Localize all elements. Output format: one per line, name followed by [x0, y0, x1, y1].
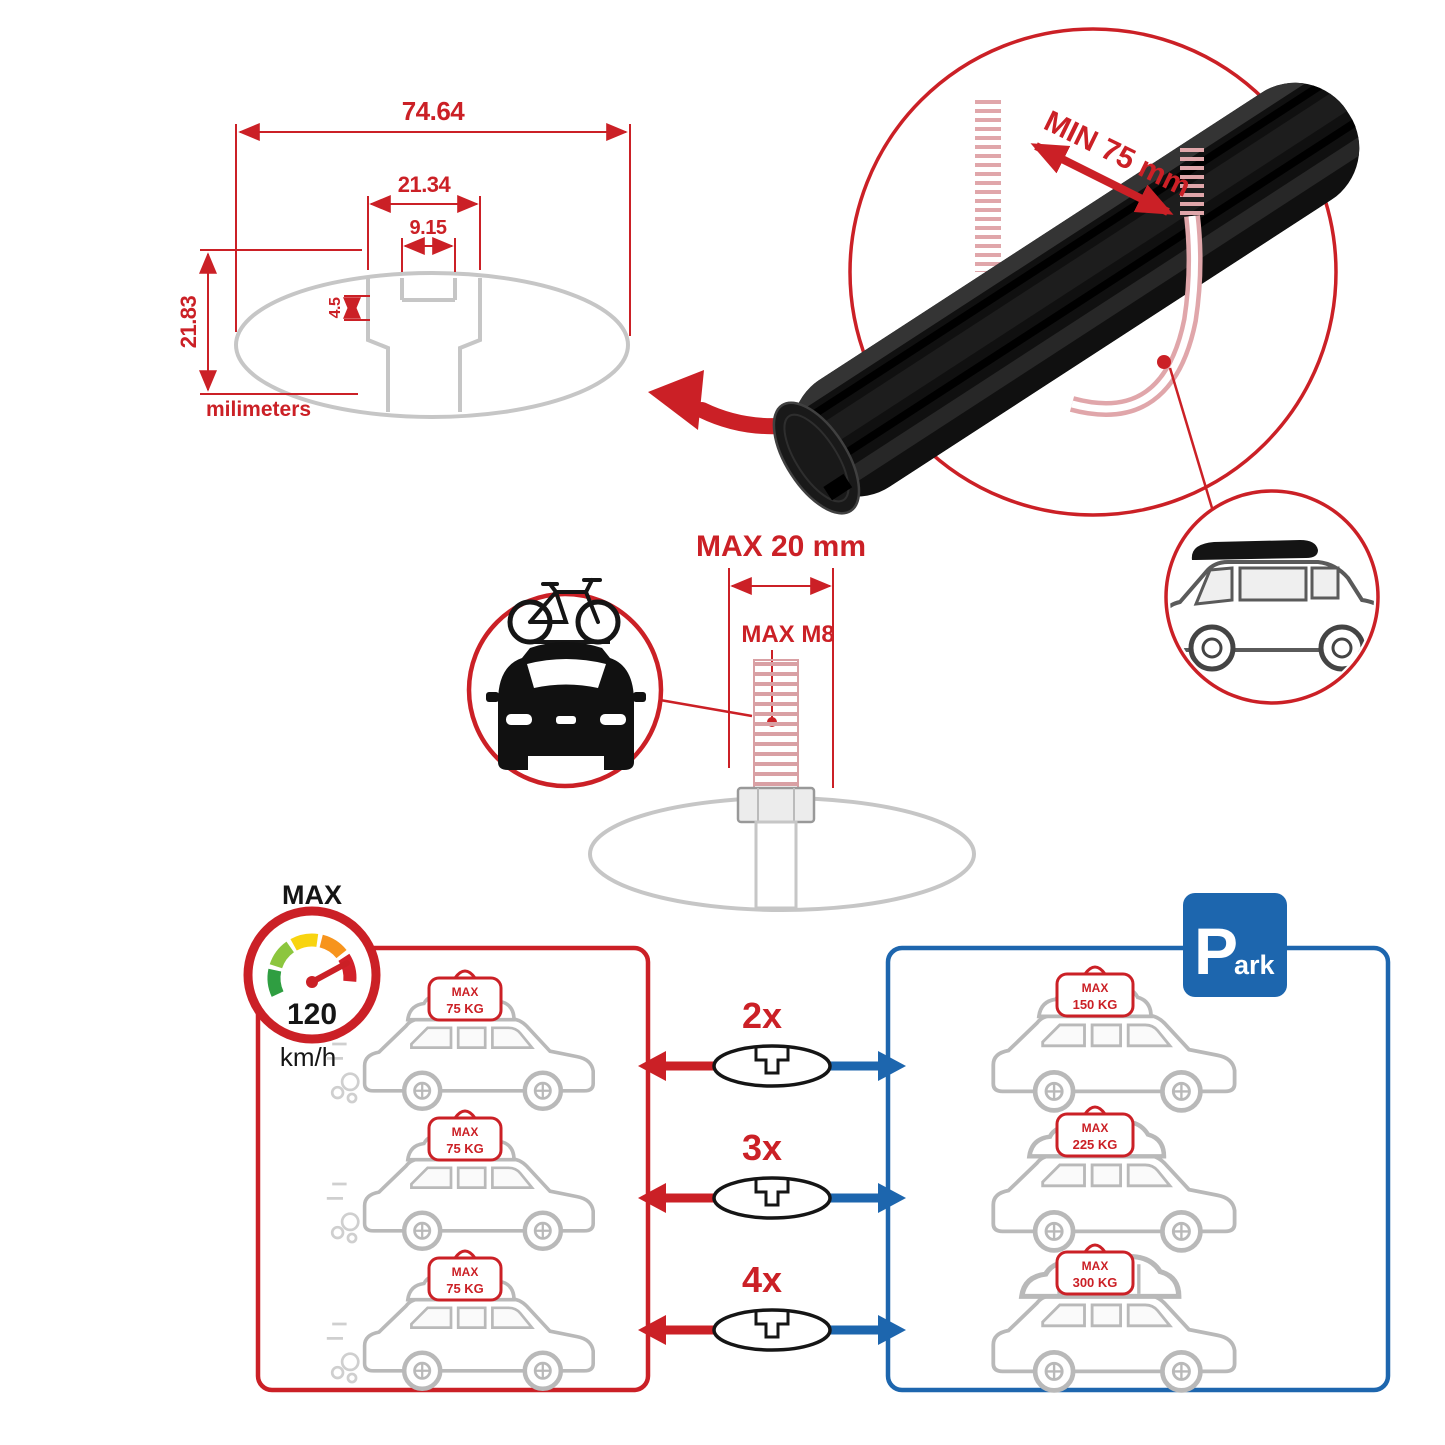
profile-cross-section-diagram: 74.64 21.34 9.15 4.5 21.83 milimeters [176, 96, 631, 421]
t-slot-channel-outline [366, 278, 482, 412]
parked-car-row-1: MAX 150 KG [993, 965, 1234, 1110]
speed-unit: km/h [280, 1042, 336, 1072]
tag-value: 75 KG [446, 1001, 484, 1016]
tag-caption: MAX [1082, 1259, 1109, 1273]
dim-channel-extension-lines [367, 196, 481, 270]
parking-letter: P [1194, 914, 1238, 988]
dim-height-label: 21.83 [176, 295, 201, 348]
dim-total-width-label: 74.64 [402, 96, 466, 126]
min-grip-arrow-icon [1030, 142, 1174, 216]
car-front-icon [486, 642, 646, 770]
driving-car-row-3: MAX 75 KG [325, 1249, 593, 1389]
suv-car-icon [1170, 540, 1374, 672]
units-label: milimeters [206, 398, 311, 421]
speedometer-icon [243, 906, 381, 1044]
speedometer-needle [309, 960, 350, 985]
left-arrow-shaft [666, 1325, 714, 1335]
crossbar-detail-callout: MIN 75 mm [768, 27, 1384, 521]
multiplier-row-1: 2x [638, 995, 906, 1088]
parking-sign-board [1183, 893, 1287, 997]
multiplier-label: 3x [742, 1127, 782, 1168]
clamp-strap-icon [1069, 148, 1204, 417]
left-arrow-shaft [666, 1061, 714, 1071]
crossbar-section-icon [712, 1176, 832, 1220]
t-bolt-icon [736, 659, 816, 910]
dim-slot-extension-lines [401, 238, 456, 272]
max-load-tag: MAX 75 KG [427, 1249, 503, 1302]
dim-slot-width-label: 9.15 [410, 217, 447, 239]
parked-car-row-3: MAX 300 KG [993, 1243, 1234, 1390]
crossbar-section-icon [712, 1044, 832, 1088]
parking-suffix: ark [1234, 950, 1276, 980]
crossbar-section-icon [712, 1308, 832, 1352]
tag-value: 225 KG [1073, 1137, 1118, 1152]
crossbar-bar-icon [768, 59, 1384, 521]
multiplier-label: 4x [742, 1259, 782, 1300]
multiplier-row-2: 3x [638, 1127, 906, 1220]
speed-caption: MAX [282, 880, 342, 910]
clamp-pivot-dot [1157, 355, 1171, 369]
tag-value: 75 KG [446, 1141, 484, 1156]
max-load-tag: MAX 150 KG [1055, 965, 1135, 1018]
left-arrow-icon [638, 1183, 666, 1213]
dim-channel-width-label: 21.34 [398, 172, 452, 197]
dim-lip-depth-label: 4.5 [327, 297, 344, 318]
left-arrow-shaft [666, 1193, 714, 1203]
left-arrow-icon [638, 1315, 666, 1345]
max-load-tag: MAX 300 KG [1055, 1243, 1135, 1296]
bolt-detail-diagram: MAX 20 mm MAX M8 [588, 530, 976, 912]
suv-roofbox-callout [1164, 489, 1380, 705]
tag-caption: MAX [1082, 1121, 1109, 1135]
leader-line-to-bolt [659, 698, 753, 718]
dim-total-extension-lines [235, 124, 631, 336]
bike-on-roof-callout [466, 578, 753, 789]
max-load-tag: MAX 75 KG [427, 1109, 503, 1162]
right-arrow-shaft [830, 1061, 878, 1071]
tag-caption: MAX [452, 985, 479, 999]
multiplier-label: 2x [742, 995, 782, 1036]
dim-lip-extension-lines [344, 295, 370, 321]
tag-caption: MAX [1082, 981, 1109, 995]
tag-value: 150 KG [1073, 997, 1118, 1012]
tag-caption: MAX [452, 1265, 479, 1279]
right-arrow-shaft [830, 1325, 878, 1335]
parking-sign: P ark [1183, 893, 1287, 997]
left-arrow-icon [638, 1051, 666, 1081]
dim-height-extension-lines [200, 249, 362, 395]
parked-car-row-2: MAX 225 KG [993, 1105, 1234, 1250]
max-load-tag: MAX 75 KG [427, 969, 503, 1022]
driving-car-row-1: MAX 75 KG [325, 969, 593, 1109]
max-load-tag: MAX 225 KG [1055, 1105, 1135, 1158]
tag-value: 300 KG [1073, 1275, 1118, 1290]
speed-limit-badge: MAX 120 km/h [243, 880, 381, 1072]
tag-value: 75 KG [446, 1281, 484, 1296]
driving-car-row-2: MAX 75 KG [325, 1109, 593, 1249]
max-bolt-length-label: MAX 20 mm [696, 530, 866, 563]
right-arrow-icon [878, 1183, 906, 1213]
right-arrow-icon [878, 1315, 906, 1345]
bolt-extension-lines [728, 568, 834, 788]
bar-profile-ellipse [234, 271, 630, 419]
right-arrow-icon [878, 1051, 906, 1081]
multiplier-row-3: 4x [638, 1259, 906, 1352]
right-arrow-shaft [830, 1193, 878, 1203]
max-thread-label: MAX M8 [741, 621, 834, 648]
speed-value: 120 [287, 998, 337, 1031]
leader-line-to-suv [1168, 367, 1214, 509]
tag-caption: MAX [452, 1125, 479, 1139]
